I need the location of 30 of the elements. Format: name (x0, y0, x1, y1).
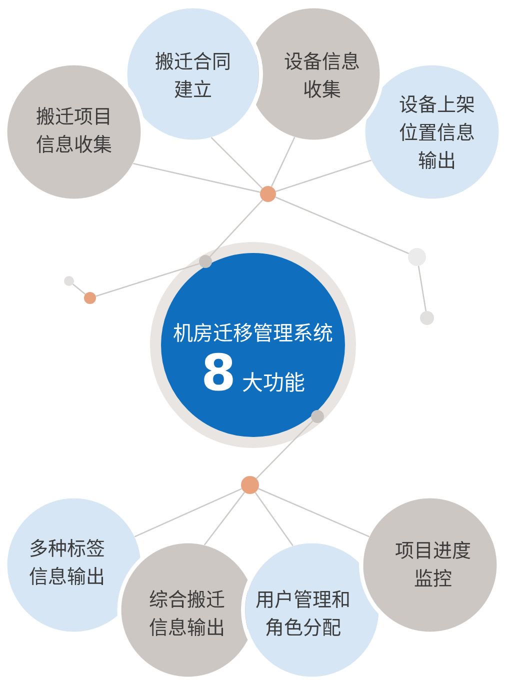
topic-label: 多种标签信息输出 (28, 537, 106, 590)
connector-line (134, 488, 242, 538)
topic-label: 设备上架位置信息输出 (398, 93, 476, 174)
connector-dot (260, 186, 276, 202)
connector-line (275, 160, 372, 192)
connector-line (72, 284, 86, 295)
connector-line (210, 136, 263, 189)
topic-label: 搬迁合同建立 (154, 50, 232, 103)
connector-dot (241, 476, 259, 494)
connector-line (275, 196, 409, 254)
connector-dot (408, 248, 426, 266)
connector-dot (64, 276, 74, 286)
subtitle-text: 大功能 (242, 370, 305, 396)
topic-label: 项目进度监控 (394, 539, 472, 592)
topic-label: 搬迁项目信息收集 (35, 105, 113, 158)
connector-line (254, 492, 294, 546)
connector-dot (84, 292, 96, 304)
connector-dot (420, 311, 434, 325)
connector-dot (198, 255, 212, 268)
title-text: 机房迁移管理系统 (173, 320, 333, 346)
topic-label: 综合搬迁信息输出 (148, 588, 226, 641)
connector-dot (311, 410, 324, 422)
connector-line (418, 266, 427, 312)
topic-label: 设备信息收集 (283, 50, 361, 103)
big-number: 8 (201, 348, 236, 398)
connector-line (270, 136, 296, 188)
topic-label: 用户管理和角色分配 (254, 588, 352, 641)
connector-line (133, 162, 260, 193)
connector-line (204, 492, 246, 546)
connector-line (258, 488, 370, 538)
